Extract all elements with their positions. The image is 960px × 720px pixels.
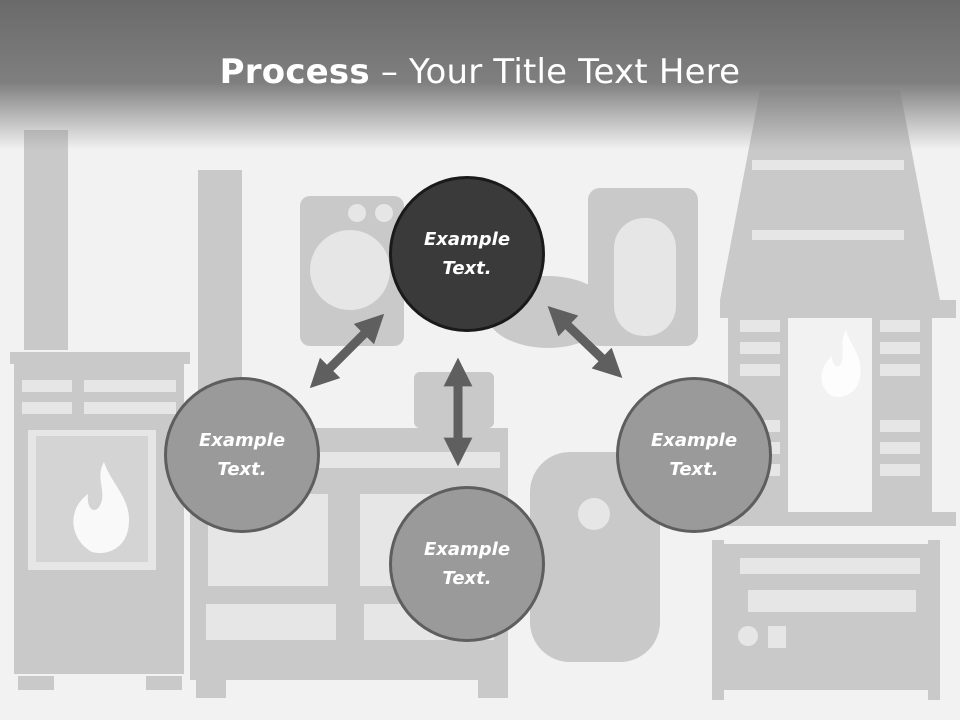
title-separator: – xyxy=(369,52,410,92)
stove-chimney xyxy=(24,130,68,350)
process-node-left: Example Text. xyxy=(164,377,320,533)
process-node-top: Example Text. xyxy=(389,176,545,332)
process-node-bottom: Example Text. xyxy=(389,486,545,642)
title-rest: Your Title Text Here xyxy=(409,52,741,92)
slide-title: Process – Your Title Text Here xyxy=(0,52,960,92)
arrow-top-left xyxy=(309,313,385,389)
node-label: Example Text. xyxy=(423,539,511,589)
node-label: Example Text. xyxy=(423,229,511,279)
node-label: Example Text. xyxy=(650,430,738,480)
arrow-top-right xyxy=(547,306,623,378)
title-bold: Process xyxy=(219,52,370,92)
node-label: Example Text. xyxy=(198,430,286,480)
title-band xyxy=(0,0,960,150)
process-node-right: Example Text. xyxy=(616,377,772,533)
water-tank xyxy=(530,452,660,662)
